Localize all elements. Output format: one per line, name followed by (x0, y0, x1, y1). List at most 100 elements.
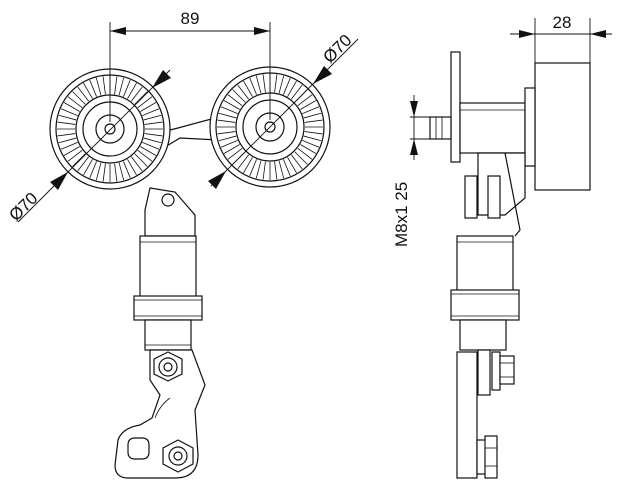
pulley-rib (249, 77, 257, 95)
pulley-rib (218, 112, 237, 119)
pulley-rib (302, 106, 320, 114)
pulley-rib (57, 121, 76, 125)
pulley-rib (140, 146, 157, 156)
pulley-rib (83, 82, 93, 99)
pulley-rib (95, 162, 102, 181)
pulley-rib (127, 159, 137, 176)
pulley-rib (89, 161, 97, 179)
pulley-rib (58, 114, 77, 121)
pulley-rib (262, 74, 266, 93)
pulley-rib (60, 108, 78, 116)
pulley-rib (297, 94, 313, 107)
pulley-rib (143, 137, 162, 144)
pulley-rib (123, 161, 131, 179)
lower-bolt (162, 439, 194, 473)
pulley-rib (123, 79, 131, 97)
pulley-rib (137, 96, 153, 109)
pulley-rib (274, 74, 278, 93)
pulley-rib (217, 119, 236, 123)
pulley-rib (114, 163, 118, 182)
pulley-rib (303, 112, 322, 119)
pulley-rib (134, 153, 148, 167)
pulley-rib (118, 162, 125, 181)
dim-dia-right-label: Ø70 (319, 31, 355, 67)
pulley-rib (130, 86, 143, 102)
pulley-rib (144, 121, 163, 125)
side-view: 28 M8x1 25 (392, 13, 612, 479)
pulley-rib (243, 80, 253, 97)
pulley-rib (72, 153, 86, 167)
pulley-rib (287, 157, 297, 174)
front-view: 89 Ø70 Ø70 (5, 9, 359, 479)
pulley-rib (220, 106, 238, 114)
pulley-rib (114, 76, 118, 95)
arm-pivot-hole (161, 193, 175, 207)
pulley-rib (290, 154, 303, 170)
threaded-stud (429, 116, 452, 140)
pulley-rib (57, 133, 76, 137)
pulley-rib (243, 157, 253, 174)
dim-width: 28 (510, 13, 612, 63)
pulley-rib (278, 160, 285, 179)
pulley-rib (304, 131, 323, 135)
pulley-rib (232, 89, 246, 103)
pulley-rib (140, 102, 157, 112)
pulley-rib (283, 159, 291, 177)
pulley-rib (249, 159, 257, 177)
pulley-rib (67, 149, 83, 162)
pulley-rib (83, 159, 93, 176)
dim-89-label: 89 (181, 9, 200, 28)
dim-dia-left-label: Ø70 (5, 189, 41, 225)
pulley-rib (287, 80, 297, 97)
dim-28-label: 28 (553, 13, 572, 32)
pulley-rib (220, 140, 238, 148)
pulley-rib (63, 102, 80, 112)
pulley-rib (217, 131, 236, 135)
pulley-rib (144, 133, 163, 137)
pulley-rib (283, 77, 291, 95)
pulley-rib (223, 100, 240, 110)
side-damper (450, 235, 520, 351)
pulley-rib (278, 75, 285, 94)
pulley-rib (77, 86, 90, 102)
pulley-rib (262, 161, 266, 180)
pulley-rib (89, 79, 97, 97)
pulley-rib (118, 77, 125, 96)
pulley-rib (60, 142, 78, 150)
pulley-rib (223, 144, 240, 154)
dim-thread-label: M8x1 25 (392, 182, 411, 247)
side-hub (459, 102, 526, 154)
dim-center-distance: 89 (109, 9, 271, 122)
pulley-rib (77, 156, 90, 172)
pulley-rib (304, 119, 323, 123)
pulley-rib (300, 144, 317, 154)
pulley-rib (134, 91, 148, 105)
pulley-rib (142, 142, 160, 150)
slot-hole (127, 437, 150, 460)
upper-bolt (153, 351, 183, 382)
pulley-rib (72, 91, 86, 105)
pulley-rib (297, 147, 313, 160)
pulley-rib (67, 96, 83, 109)
left-pulley (49, 68, 171, 190)
pulley-rib (237, 154, 250, 170)
side-bracket (456, 349, 515, 479)
pulley-rib (294, 151, 308, 165)
pulley-rib (127, 82, 137, 99)
pulley-rib (274, 161, 278, 180)
side-pulley (534, 62, 591, 191)
pulley-rib (237, 84, 250, 100)
pulley-rib (137, 149, 153, 162)
pulley-rib (303, 135, 322, 142)
pulley-rib (255, 160, 262, 179)
pulley-rib (130, 156, 143, 172)
pulley-rib (63, 146, 80, 156)
side-arm (477, 152, 526, 216)
pulley-rib (95, 77, 102, 96)
pulley-rib (227, 147, 243, 160)
pulley-rib (302, 140, 320, 148)
pulley-rib (218, 135, 237, 142)
pulley-rib (102, 76, 106, 95)
